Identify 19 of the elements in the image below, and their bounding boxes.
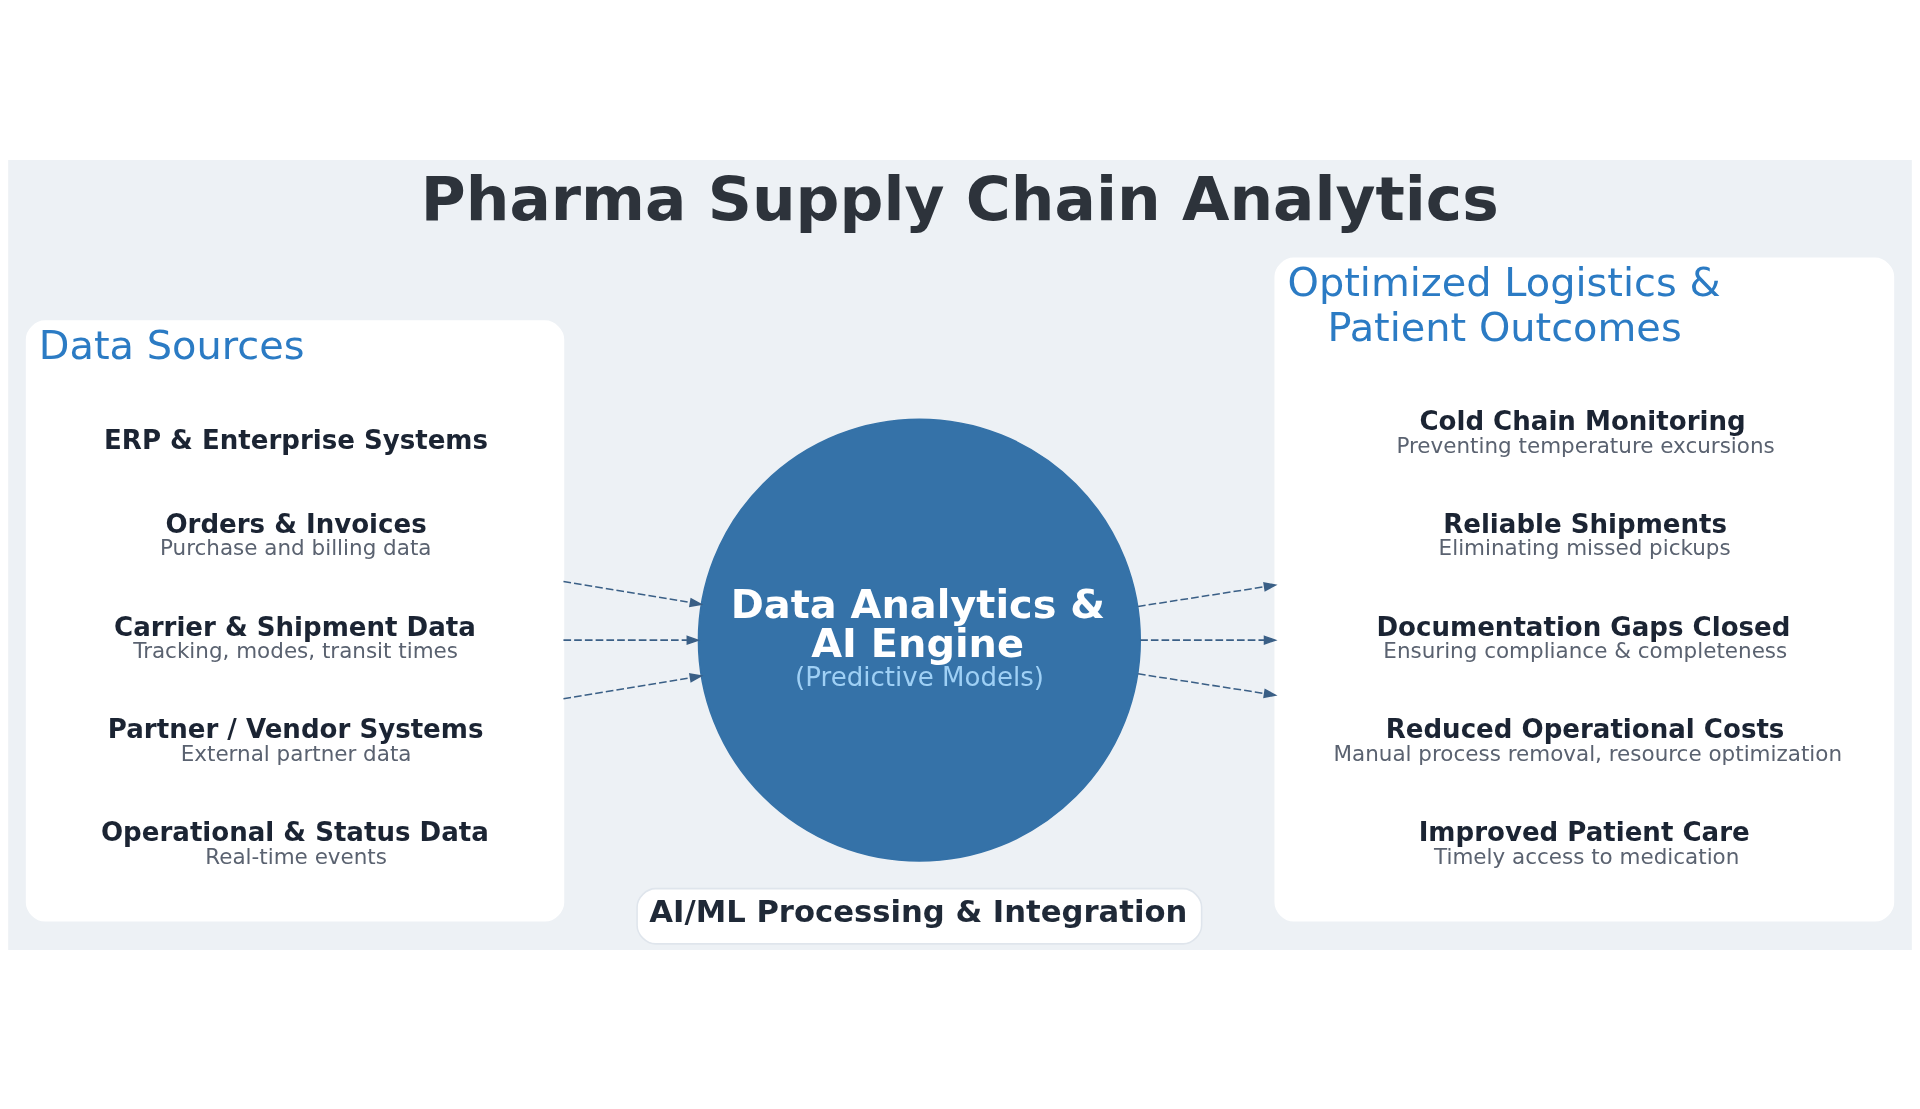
arrow (1139, 634, 1278, 645)
node-circle: Data Analytics & AI Engine (Predictive Models) (697, 417, 1141, 862)
arrow (562, 634, 701, 645)
node-text: Reduced Operational Costs Manual process removal, resource optimization (1333, 713, 1843, 766)
arrow (562, 580, 704, 607)
node-text: Documentation Gaps Closed Ensuring compliance & completeness (1376, 611, 1791, 663)
node-text: Orders & Invoices Purchase and billing data (160, 508, 432, 560)
node-text: Carrier & Shipment Data Tracking, modes, transit times (114, 611, 476, 663)
arrow (562, 672, 704, 699)
arrow (1137, 672, 1278, 698)
node-text: Reliable Shipments Eliminating missed pickups (1438, 508, 1731, 560)
node-text: Improved Patient Care Timely access to medication (1418, 816, 1750, 869)
diagram-title: Pharma Supply Chain Analytics (420, 162, 1499, 234)
node-text: Operational & Status Data Real-time events (100, 816, 489, 869)
node-box: AI/ML Processing & Integration (636, 887, 1203, 945)
node-text: Partner / Vendor Systems External partner data (107, 713, 484, 766)
arrow (1137, 581, 1278, 607)
node-text: ERP & Enterprise Systems (104, 424, 489, 455)
node-text: Cold Chain Monitoring Preventing temperature excursions (1396, 405, 1775, 458)
